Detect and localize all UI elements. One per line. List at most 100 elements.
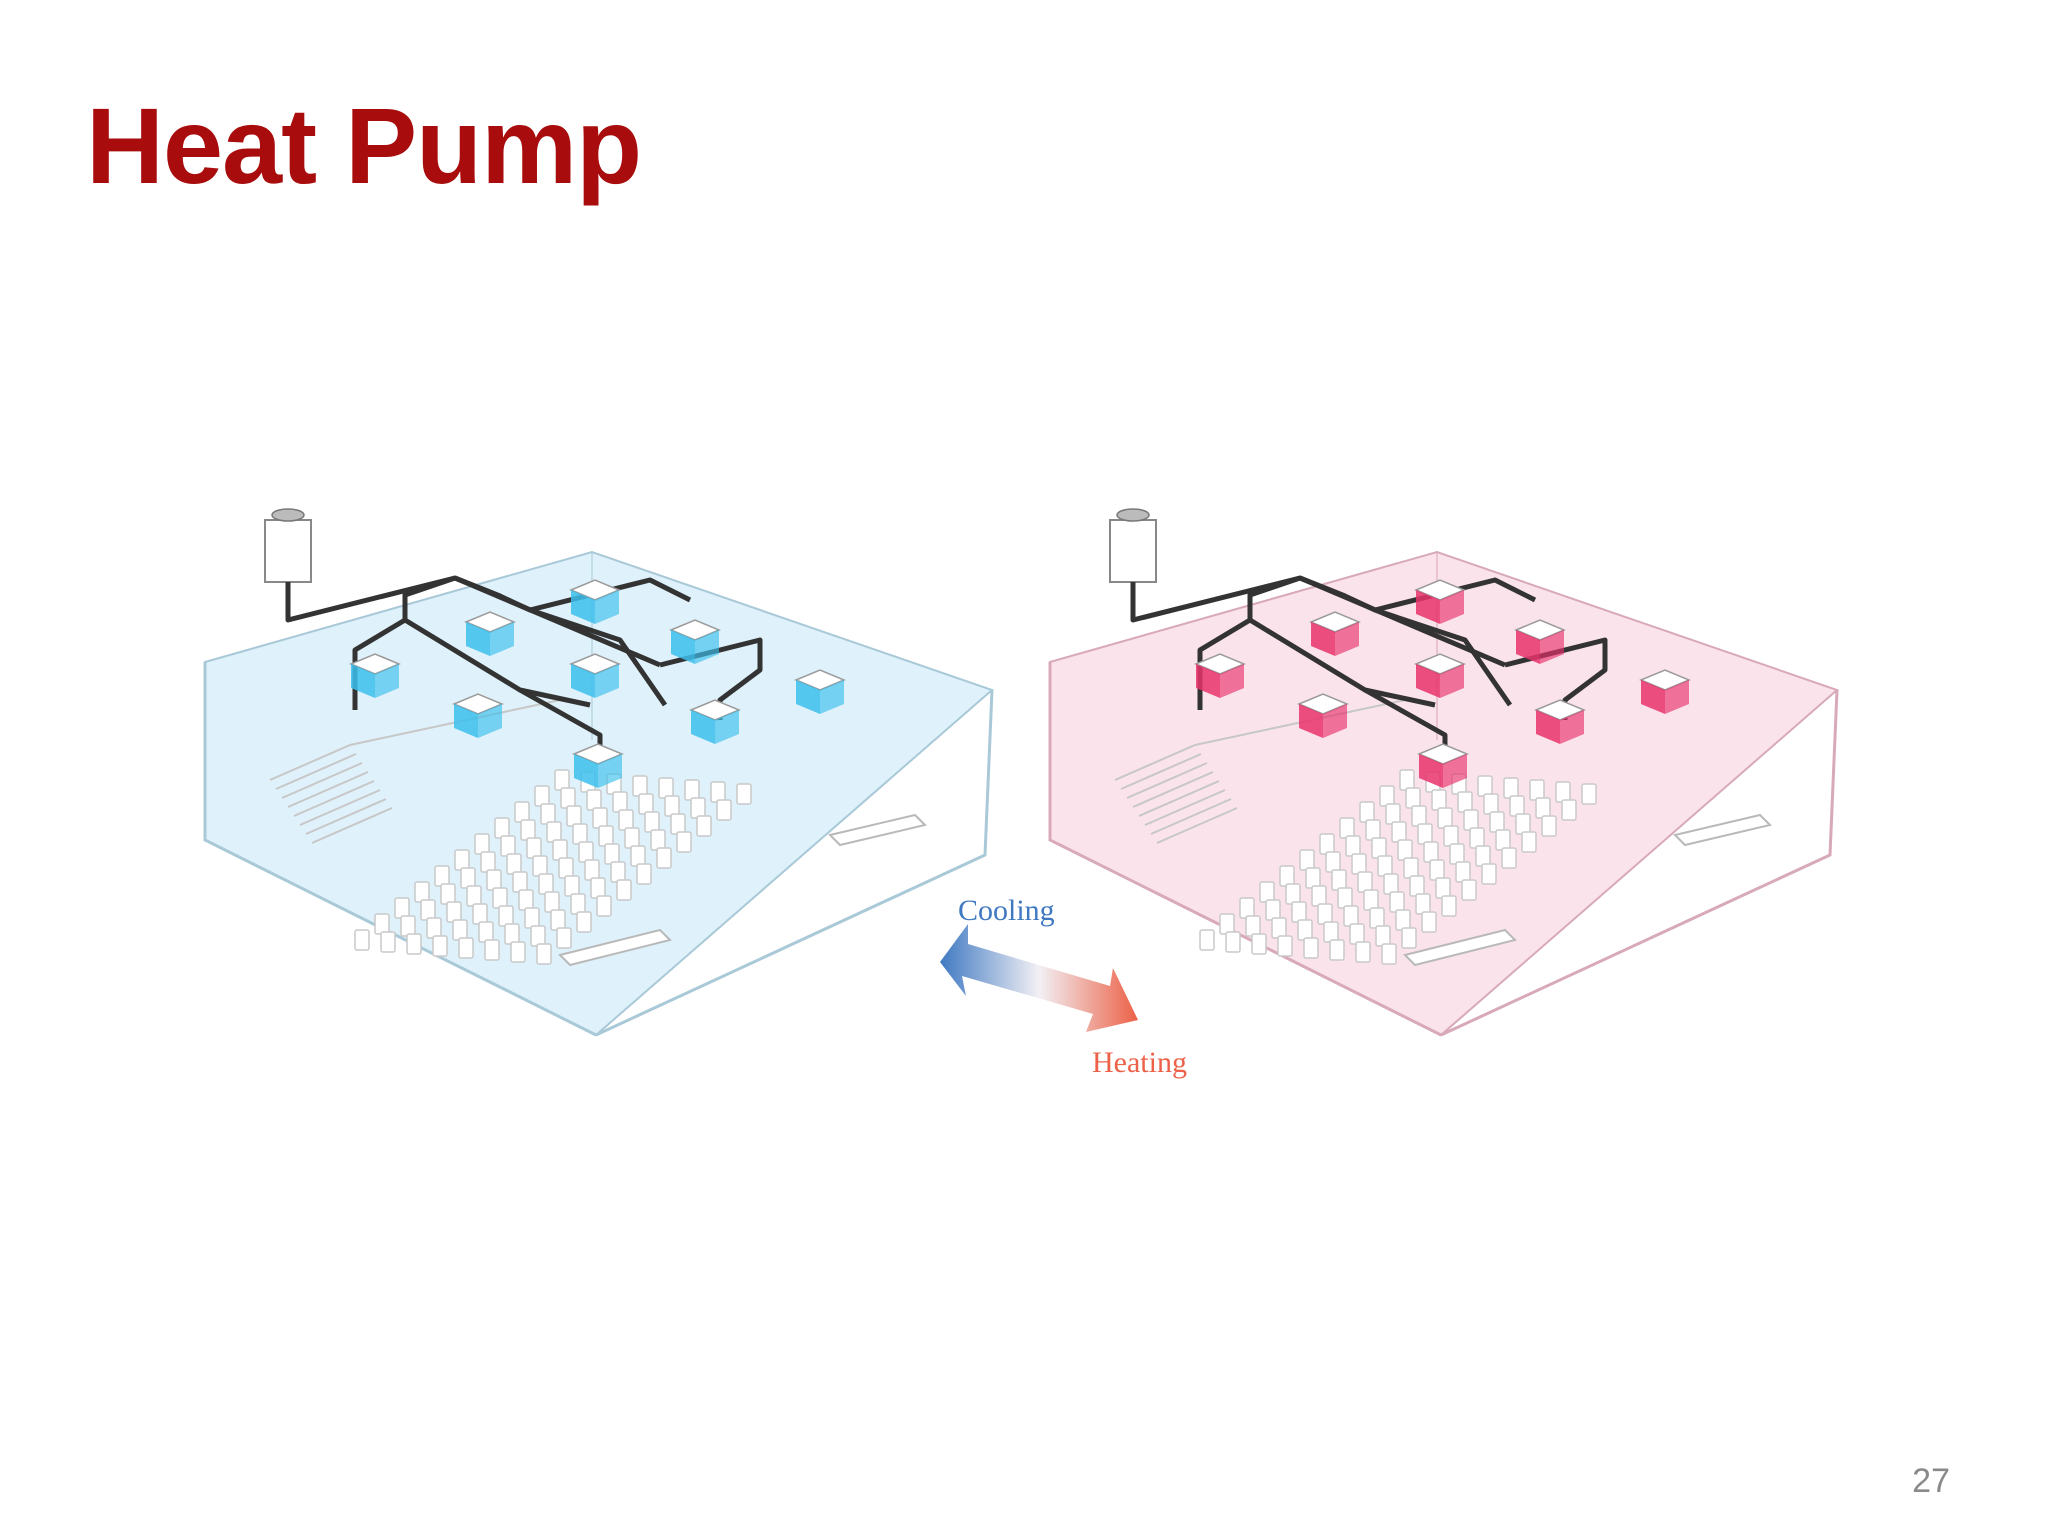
auditorium-seat-icon <box>1379 785 1395 807</box>
auditorium-seat-icon <box>576 911 592 933</box>
auditorium-seat-icon <box>1355 941 1371 963</box>
ceiling-cassette-icon <box>1414 579 1466 624</box>
auditorium-seat-icon <box>354 929 370 951</box>
heating-room <box>1048 508 1839 1037</box>
auditorium-seat-icon <box>1501 847 1517 869</box>
auditorium-seat-icon <box>1535 797 1551 819</box>
auditorium-seat-icon <box>684 779 700 801</box>
auditorium-seat-icon <box>1385 803 1401 825</box>
auditorium-seat-icon <box>432 935 448 957</box>
cassette-airflow-right <box>595 590 619 624</box>
cassette-airflow-left <box>574 754 598 788</box>
cooling-room <box>203 508 994 1037</box>
cassette-airflow-left <box>796 680 820 714</box>
cassette-airflow-left <box>1196 664 1220 698</box>
auditorium-seat-icon <box>1409 875 1425 897</box>
outdoor-condenser-icon <box>1109 519 1157 583</box>
refrigerant-pipe <box>1374 607 1513 707</box>
auditorium-seat-icon <box>1369 907 1385 929</box>
cassette-airflow-right <box>598 754 622 788</box>
auditorium-seat-icon <box>1441 895 1457 917</box>
auditorium-seat-icon <box>558 857 574 879</box>
auditorium-seat-icon <box>656 847 672 869</box>
ceiling-cassette-icon <box>1194 653 1246 698</box>
auditorium-seat-icon <box>690 797 706 819</box>
auditorium-seat-icon <box>1365 819 1381 841</box>
cassette-airflow-left <box>466 622 490 656</box>
stage-step <box>1114 744 1196 781</box>
auditorium-seat-icon <box>1199 929 1215 951</box>
auditorium-seat-icon <box>1219 913 1235 935</box>
auditorium-seat-icon <box>1259 881 1275 903</box>
auditorium-seat-icon <box>492 887 508 909</box>
auditorium-seat-icon <box>636 863 652 885</box>
auditorium-seat-icon <box>1343 905 1359 927</box>
cassette-airflow-right <box>375 664 399 698</box>
auditorium-seat-icon <box>554 769 570 791</box>
auditorium-seat-icon <box>1351 853 1367 875</box>
cassette-airflow-left <box>1419 754 1443 788</box>
auditorium-seat-icon <box>1503 777 1519 799</box>
auditorium-seat-icon <box>630 845 646 867</box>
ceiling-cassette-icon <box>349 653 401 698</box>
cassette-airflow-left <box>671 630 695 664</box>
auditorium-seat-icon <box>566 805 582 827</box>
auditorium-seat-icon <box>526 837 542 859</box>
auditorium-seat-icon <box>454 849 470 871</box>
auditorium-seat-icon <box>440 883 456 905</box>
auditorium-seat-icon <box>538 873 554 895</box>
stage-step <box>269 744 351 781</box>
auditorium-seat-icon <box>452 919 468 941</box>
auditorium-seat-icon <box>524 907 540 929</box>
auditorium-seat-icon <box>484 939 500 961</box>
cassette-airflow-left <box>691 710 715 744</box>
stage-step <box>1156 807 1238 844</box>
cassette-airflow-left <box>1416 590 1440 624</box>
stage-step <box>1144 789 1226 826</box>
auditorium-seat-icon <box>1415 893 1431 915</box>
auditorium-seat-icon <box>552 839 568 861</box>
auditorium-seat-icon <box>534 785 550 807</box>
auditorium-seat-icon <box>1297 919 1313 941</box>
ceiling-cassette-icon <box>1417 743 1469 788</box>
ceiling-cassette-icon <box>1514 619 1566 664</box>
cassette-airflow-right <box>820 680 844 714</box>
auditorium-seat-icon <box>400 915 416 937</box>
auditorium-seat-icon <box>1383 873 1399 895</box>
auditorium-seat-icon <box>414 881 430 903</box>
auditorium-seat-icon <box>506 853 522 875</box>
auditorium-seat-icon <box>532 855 548 877</box>
auditorium-seat-icon <box>616 879 632 901</box>
stage-step <box>1126 762 1208 799</box>
ceiling-cassette-icon <box>669 619 721 664</box>
cassette-airflow-right <box>478 704 502 738</box>
auditorium-seat-icon <box>1363 889 1379 911</box>
auditorium-seat-icon <box>736 783 752 805</box>
auditorium-seat-icon <box>1337 887 1353 909</box>
auditorium-seat-icon <box>472 903 488 925</box>
auditorium-seat-icon <box>1483 793 1499 815</box>
auditorium-seat-icon <box>512 871 528 893</box>
ceiling-cassette-icon <box>569 653 621 698</box>
auditorium-seat-icon <box>374 913 390 935</box>
auditorium-seat-icon <box>380 931 396 953</box>
auditorium-seat-icon <box>604 843 620 865</box>
auditorium-seat-icon <box>1455 861 1471 883</box>
auditorium-seat-icon <box>1397 839 1413 861</box>
auditorium-seat-icon <box>520 819 536 841</box>
cassette-airflow-left <box>571 664 595 698</box>
auditorium-seat-icon <box>1271 917 1287 939</box>
cassette-airflow-left <box>571 590 595 624</box>
auditorium-seat-icon <box>486 869 502 891</box>
auditorium-seat-icon <box>1319 833 1335 855</box>
auditorium-seat-icon <box>556 927 572 949</box>
auditorium-seat-icon <box>1405 787 1421 809</box>
auditorium-seat-icon <box>1239 897 1255 919</box>
auditorium-seat-icon <box>658 777 674 799</box>
auditorium-seat-icon <box>494 817 510 839</box>
auditorium-seat-icon <box>434 865 450 887</box>
auditorium-seat-icon <box>1305 867 1321 889</box>
cassette-airflow-right <box>1323 704 1347 738</box>
auditorium-seat-icon <box>586 789 602 811</box>
auditorium-seat-icon <box>1331 869 1347 891</box>
